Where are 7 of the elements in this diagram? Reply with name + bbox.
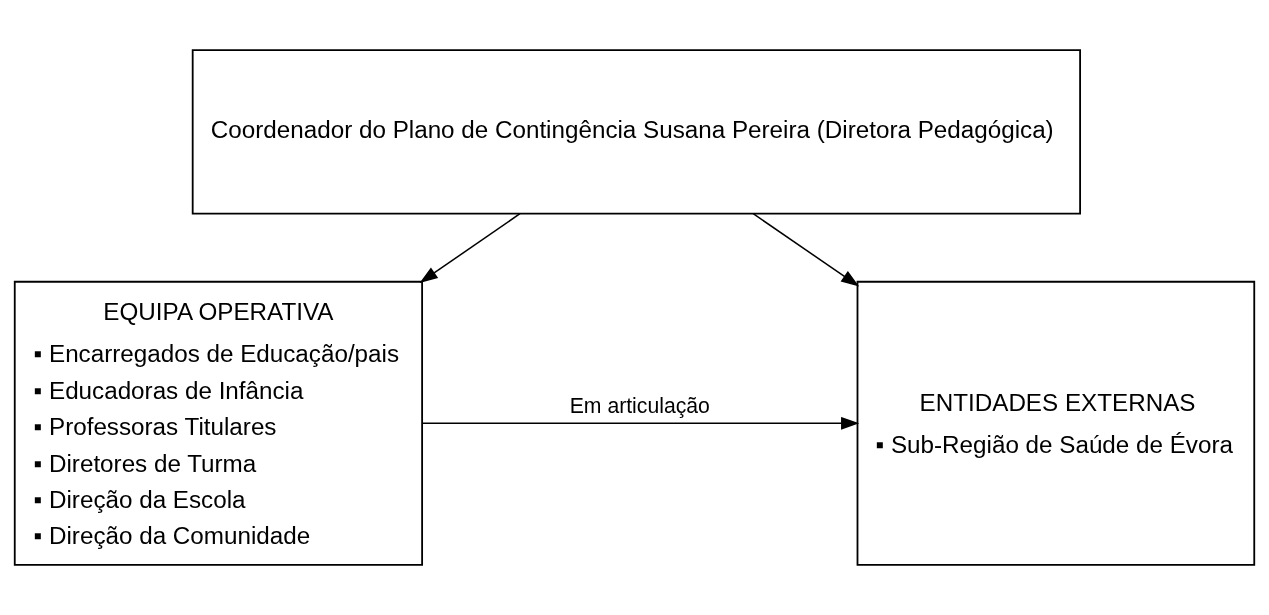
arrow bbox=[752, 212, 860, 287]
node-box: ENTIDADES EXTERNAS ▪ Sub-Região de Saúde de Évora bbox=[856, 280, 1256, 566]
edge-label: Em articulação bbox=[569, 394, 710, 418]
node-box: Coordenador do Plano de Contingência Susana Pereira (Diretora Pedagógica) bbox=[191, 49, 1081, 215]
node-box: EQUIPA OPERATIVA ▪ Encarregados de Educação/pais ▪ Educadoras de Infância ▪ Professoras Titulares ▪ Diretores de Turma ▪ Direção da Escola ▪ Direção da Comunidade bbox=[13, 280, 424, 566]
arrow bbox=[421, 417, 860, 430]
arrow bbox=[419, 212, 521, 283]
